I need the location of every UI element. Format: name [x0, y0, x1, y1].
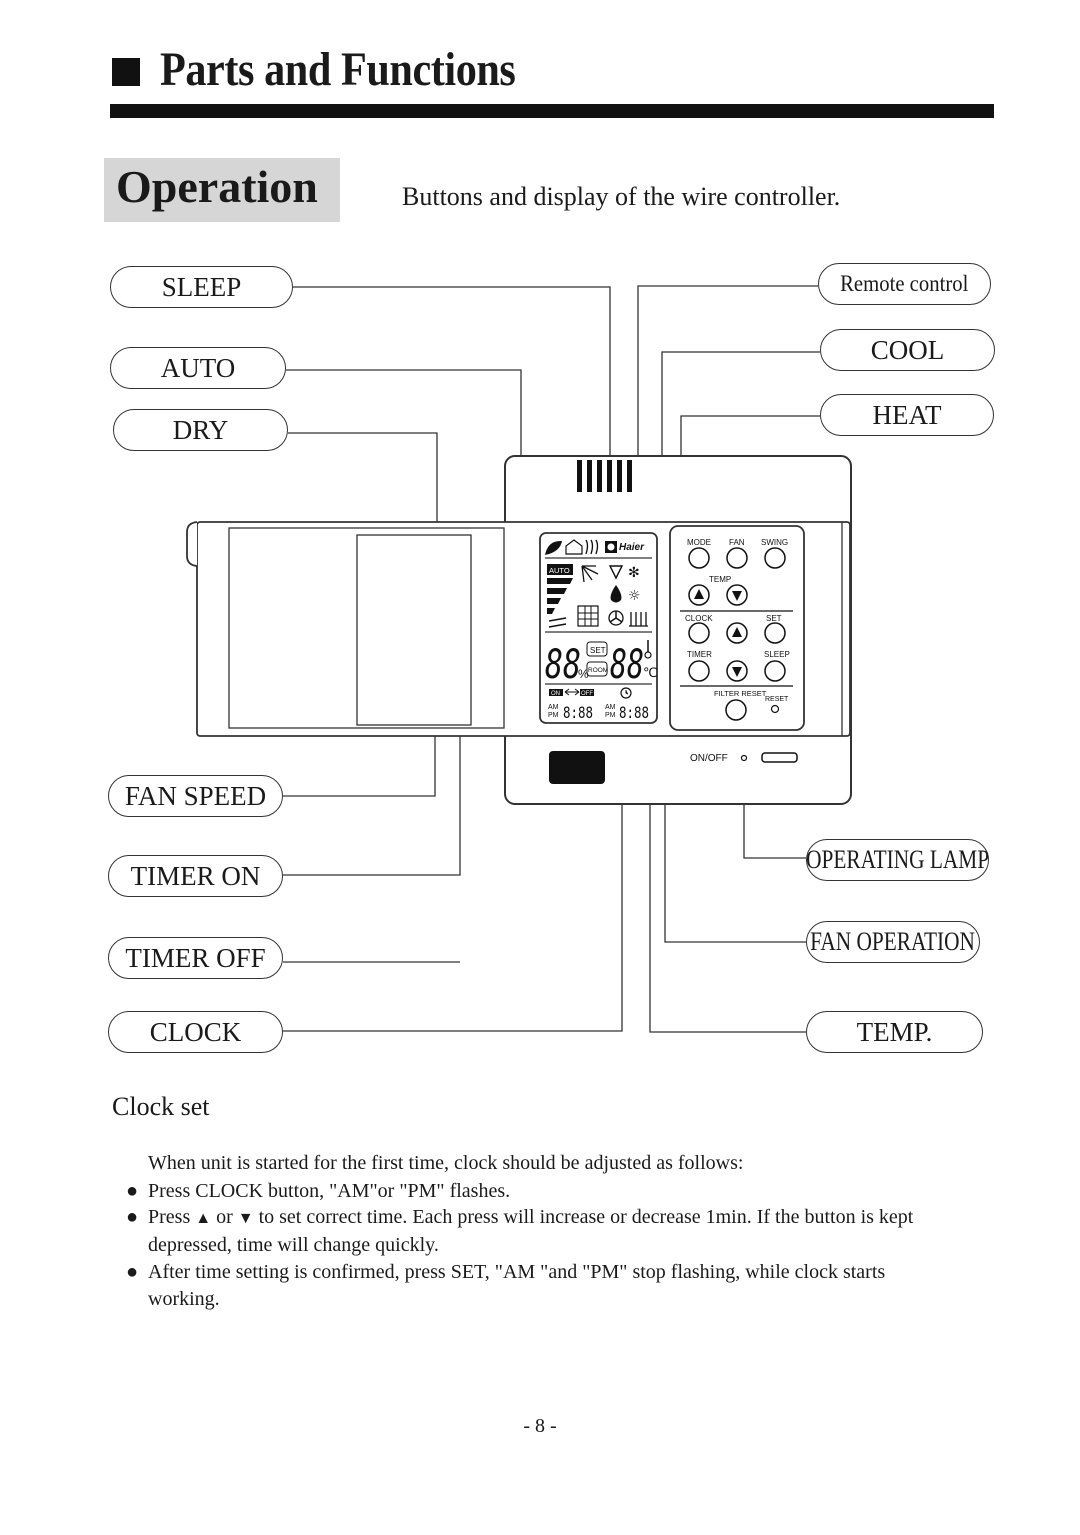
svg-text:CLOCK: CLOCK	[685, 614, 713, 623]
svg-text:SET: SET	[590, 646, 606, 655]
clock-set-title: Clock set	[112, 1092, 210, 1121]
vent-slots	[577, 460, 632, 492]
lcd-panel: Haier AUTO ✻ ☼ 88 % SET ROOM 88 ℃	[539, 532, 658, 724]
svg-text:88: 88	[610, 642, 644, 688]
svg-text:PM: PM	[605, 712, 616, 719]
svg-text:RESET: RESET	[765, 696, 789, 703]
bullet-icon: ●	[126, 1206, 139, 1228]
svg-text:MODE: MODE	[687, 538, 711, 547]
svg-text:TIMER: TIMER	[687, 650, 712, 659]
svg-text:8:88: 8:88	[563, 703, 593, 722]
svg-text:ON/OFF: ON/OFF	[690, 753, 728, 764]
svg-text:ROOM: ROOM	[588, 667, 608, 674]
svg-text:AM: AM	[548, 704, 559, 711]
clock-set-intro: When unit is started for the first time,…	[148, 1152, 744, 1174]
label-timer-off: TIMER OFF	[108, 937, 283, 979]
clock-step-3-text: After time setting is confirmed, press S…	[148, 1261, 886, 1310]
label-fan-speed: FAN SPEED	[108, 775, 283, 817]
svg-text:FILTER RESET: FILTER RESET	[714, 689, 767, 698]
leader-clock	[283, 712, 623, 1032]
label-operating-lamp: OPERATING LAMP	[806, 839, 989, 881]
section-title-box	[104, 158, 340, 222]
svg-text:88: 88	[545, 642, 581, 688]
svg-text:PM: PM	[548, 712, 559, 719]
svg-text:✻: ✻	[628, 565, 640, 581]
svg-text:8:88: 8:88	[619, 703, 649, 722]
svg-text:%: %	[578, 667, 589, 681]
svg-text:SET: SET	[766, 614, 782, 623]
clock-step-2-press: Press	[148, 1206, 191, 1228]
up-arrow-icon: ▲	[195, 1210, 212, 1227]
section-title: Operation	[116, 161, 318, 212]
label-clock: CLOCK	[108, 1011, 283, 1053]
ir-receiver-window	[549, 751, 605, 784]
clock-step-2-or: or	[216, 1206, 233, 1228]
svg-text:OFF: OFF	[581, 691, 593, 697]
svg-text:ON: ON	[551, 691, 560, 697]
button-panel: MODE FAN SWING TEMP CLOCK SET TIMER SLEE…	[669, 525, 805, 731]
svg-text:AM: AM	[605, 704, 616, 711]
clock-step-2-text: to set correct time. Each press will inc…	[148, 1206, 914, 1256]
header-square-icon	[112, 58, 140, 86]
section-subtitle: Buttons and display of the wire controll…	[402, 182, 841, 211]
label-remote-control: Remote control	[818, 263, 991, 305]
svg-text:AUTO: AUTO	[549, 566, 570, 575]
label-cool: COOL	[820, 329, 995, 371]
header-rule	[110, 104, 994, 118]
svg-text:℃: ℃	[643, 666, 658, 681]
label-dry: DRY	[113, 409, 288, 451]
svg-text:Haier: Haier	[619, 542, 645, 553]
label-timer-on: TIMER ON	[108, 855, 283, 897]
label-heat: HEAT	[820, 394, 994, 436]
label-fan-operation: FAN OPERATION	[806, 921, 980, 963]
svg-text:FAN: FAN	[729, 538, 745, 547]
label-temp: TEMP.	[806, 1011, 983, 1053]
operating-lamp-dot	[740, 754, 748, 762]
label-sleep: SLEEP	[110, 266, 293, 308]
down-arrow-icon: ▼	[237, 1210, 254, 1227]
bullet-icon: ●	[126, 1180, 139, 1202]
svg-text:☼: ☼	[628, 588, 641, 604]
on-off-button	[761, 752, 798, 763]
svg-text:TEMP: TEMP	[709, 575, 731, 584]
clock-step-1-text: Press CLOCK button, "AM"or "PM" flashes.	[148, 1180, 511, 1202]
label-auto: AUTO	[110, 347, 286, 389]
page-number: - 8 -	[523, 1415, 557, 1437]
page-title: Parts and Functions	[160, 43, 516, 96]
bullet-icon: ●	[126, 1261, 139, 1283]
svg-text:SWING: SWING	[761, 538, 788, 547]
svg-text:SLEEP: SLEEP	[764, 650, 790, 659]
